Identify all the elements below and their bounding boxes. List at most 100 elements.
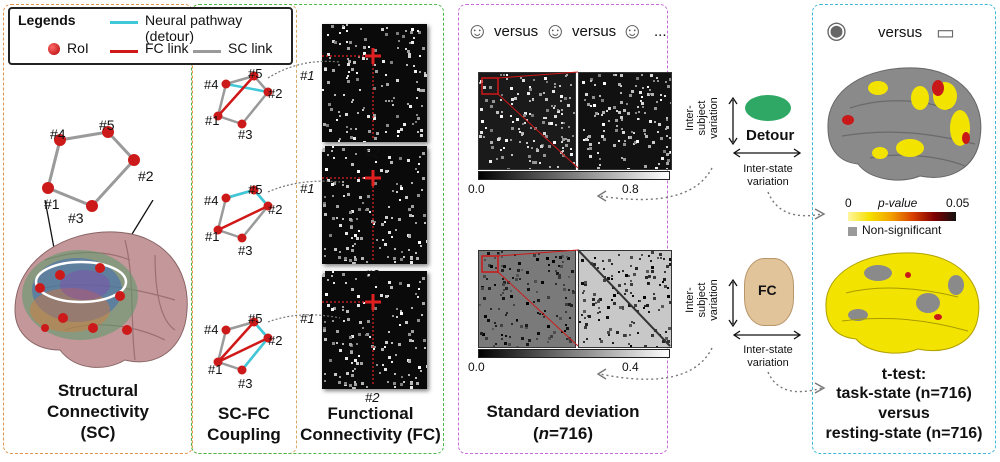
- legend-roi-label: RoI: [67, 40, 89, 56]
- detour-blob: [745, 95, 791, 121]
- pvalue-max: 0.05: [946, 196, 970, 210]
- brain-with-tracts: [14, 200, 188, 368]
- top-node-1: #1: [205, 113, 220, 128]
- legend-title: Legends: [18, 12, 76, 28]
- sc-node-label-4: #4: [50, 126, 66, 142]
- bot-node-4: #4: [204, 322, 219, 337]
- fc-link-line-icon: [110, 50, 138, 53]
- detour-vertical-arrow: [728, 96, 738, 146]
- person-icon-1: ☺: [466, 18, 489, 43]
- fc-matrix-middle: [322, 146, 427, 264]
- rest-bed-icon: ▭: [936, 22, 955, 44]
- detour-inter-state-line1: Inter-state: [743, 163, 793, 175]
- detour-inter-subject-line2: variation: [708, 97, 720, 139]
- non-significant-swatch: [848, 227, 857, 236]
- legend-box: Legends RoI Neural pathway (detour) FC l…: [8, 7, 293, 65]
- sc-pentagon-graph: [42, 126, 140, 212]
- bot-node-2: #2: [268, 333, 283, 348]
- sc-node-label-1: #1: [44, 196, 60, 212]
- sc-panel: [3, 4, 193, 454]
- detour-scale-min: 0.0: [468, 182, 485, 196]
- std-n-prefix: (: [532, 424, 539, 443]
- fc-top-label-2: #2: [365, 145, 380, 160]
- std-n-var: n: [538, 424, 550, 443]
- bot-node-1: #1: [208, 362, 223, 377]
- detour-label: Detour: [746, 127, 795, 144]
- coupling-graph-bottom: [213, 317, 273, 375]
- fc-matrix-bottom: [322, 271, 427, 389]
- sc-node-label-5: #5: [99, 117, 115, 133]
- fc-zoom-connectors: [481, 249, 671, 347]
- mid-node-2: #2: [268, 202, 283, 217]
- sc-node-label-3: #3: [68, 210, 84, 226]
- coupling-title-line1: SC-FC: [218, 404, 270, 423]
- std-versus-2: versus: [572, 23, 617, 40]
- fc-inter-subject-line1: Inter-subject: [684, 282, 708, 318]
- detour-inter-state-line2: variation: [747, 176, 789, 188]
- bot-node-5: #5: [248, 311, 263, 326]
- pvalue-min: 0: [845, 196, 852, 210]
- fc-inter-state-line1: Inter-state: [743, 344, 793, 356]
- legend-neural-pathway-label: Neural pathway (detour): [145, 12, 243, 44]
- fc-colorbar: [478, 349, 670, 358]
- task-eye-icon: ◉: [826, 17, 847, 44]
- ttest-title-line2: task-state (n=716): [836, 385, 972, 402]
- brain-map-bottom: [825, 252, 980, 354]
- legend-fc-link-label: FC link: [145, 40, 189, 56]
- fc-horizontal-arrow: [732, 330, 802, 340]
- top-node-2: #2: [268, 86, 283, 101]
- sc-title-line3: (SC): [80, 423, 116, 442]
- ttest-title-line4: resting-state (n=716): [825, 425, 983, 442]
- mid-node-1: #1: [205, 229, 220, 244]
- pvalue-label: p-value: [878, 196, 918, 210]
- sc-link-line-icon: [193, 50, 221, 53]
- roi-icon: [48, 43, 60, 55]
- fc-mid-label-1: #1: [300, 181, 315, 196]
- brain-map-top: [827, 67, 982, 181]
- detour-inter-subject-line1: Inter-subject: [684, 100, 708, 136]
- fc-scale-min: 0.0: [468, 360, 485, 374]
- fc-blob-label: FC: [758, 282, 777, 298]
- fc-vertical-arrow: [728, 278, 738, 328]
- fc-inter-subject-label: Inter-subject variation: [684, 270, 720, 330]
- fc-bot-label-2: #2: [365, 390, 380, 405]
- coupling-graph-top: [213, 71, 273, 129]
- fc-title-line2: Connectivity (FC): [300, 425, 441, 444]
- std-panel: [458, 4, 668, 454]
- fc-title-line1: Functional: [327, 404, 414, 423]
- coupling-title-line2: Coupling: [207, 425, 281, 444]
- ttest-versus: versus: [878, 24, 923, 41]
- detour-inter-subject-label: Inter-subject variation: [684, 88, 720, 148]
- std-n-value: =716): [549, 424, 593, 443]
- mid-node-3: #3: [238, 243, 253, 258]
- ttest-title-line1: t-test:: [881, 366, 927, 383]
- std-versus-1: versus: [494, 23, 539, 40]
- fc-mid-label-2: #2: [365, 267, 380, 282]
- std-title: Standard deviation: [486, 402, 640, 421]
- detour-zoom-connectors: [481, 71, 579, 169]
- detour-scale-max: 0.8: [622, 182, 639, 196]
- non-significant-label: Non-significant: [862, 223, 942, 237]
- person-icon-2: ☺: [544, 18, 567, 43]
- ttest-title-line3: versus: [878, 405, 930, 422]
- fc-scale-max: 0.4: [622, 360, 639, 374]
- detour-horizontal-arrow: [732, 148, 802, 158]
- fc-bot-label-1: #1: [300, 311, 315, 326]
- sc-title-line1: Structural: [57, 381, 139, 400]
- top-node-5: #5: [248, 66, 263, 81]
- top-node-4: #4: [204, 77, 219, 92]
- fc-blob: [744, 258, 794, 326]
- detour-colorbar: [478, 171, 670, 180]
- coupling-graph-middle: [213, 185, 273, 243]
- detour-std-zoom: [578, 72, 672, 170]
- pvalue-colorbar: [848, 212, 956, 221]
- fc-top-label-1: #1: [300, 68, 315, 83]
- fc-matrix-top: [322, 24, 427, 142]
- sc-node-label-2: #2: [138, 168, 154, 184]
- top-node-3: #3: [238, 127, 253, 142]
- fc-inter-state-line2: variation: [747, 357, 789, 369]
- std-ellipsis: ...: [654, 23, 667, 40]
- fc-panel: [191, 4, 444, 454]
- person-icon-3: ☺: [621, 18, 644, 43]
- mid-node-4: #4: [204, 193, 219, 208]
